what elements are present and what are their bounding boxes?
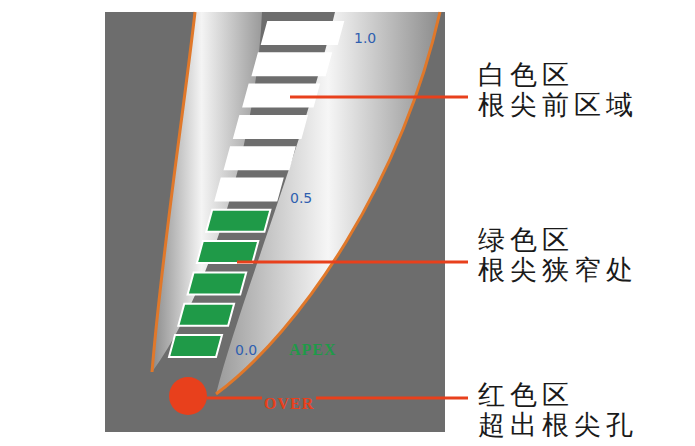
scale-bar — [206, 210, 270, 232]
scale-bar — [188, 272, 247, 294]
scale-bar — [216, 179, 283, 201]
scale-bar — [262, 22, 343, 44]
scale-bar — [225, 147, 295, 169]
root-edge — [216, 12, 440, 394]
leader-line — [290, 96, 468, 99]
scale-bar — [169, 335, 222, 357]
zone-note: 白色区 根尖前区域 — [478, 60, 564, 120]
scale-bar — [178, 304, 234, 326]
scale-bar — [197, 241, 258, 263]
scale-bar — [234, 116, 307, 138]
apex-tag: APEX — [289, 342, 337, 358]
display-ground — [105, 12, 445, 432]
scale-bars — [169, 22, 343, 357]
leader-line — [237, 261, 468, 264]
scale-number: 1.0 — [354, 31, 376, 45]
leader-line — [207, 397, 468, 400]
over-dot — [169, 377, 207, 415]
over-tag: OVER — [262, 395, 316, 413]
scale-number: 0.5 — [290, 191, 312, 205]
scale-number: 0.0 — [235, 343, 257, 357]
root-right — [216, 12, 440, 394]
zone-note: 红色区 超出根尖孔 — [478, 380, 564, 440]
zone-note: 绿色区 根尖狭窄处 — [478, 225, 564, 285]
scale-bar — [253, 53, 331, 75]
